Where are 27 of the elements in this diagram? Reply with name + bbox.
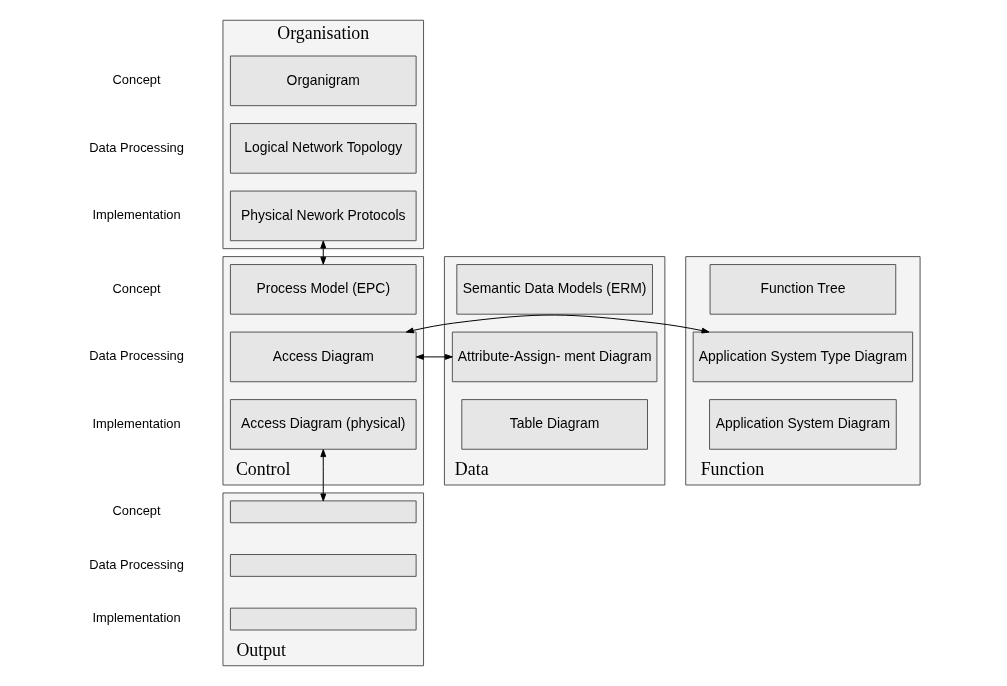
node-box [229, 500, 417, 524]
node-box: Process Model (EPC) [229, 264, 417, 315]
node-box: Logical Network Topology [229, 123, 417, 174]
node-box [229, 554, 417, 577]
label: Concept [112, 72, 161, 88]
label: Implementation [92, 610, 181, 626]
label: Implementation [92, 207, 181, 223]
node-box: Attribute-Assign- ment Diagram [451, 331, 658, 383]
arrow [320, 449, 327, 502]
label: Concept [112, 503, 161, 519]
node-box: Function Tree [709, 264, 897, 315]
label: Data Processing [89, 556, 184, 572]
node-box: Semantic Data Models (ERM) [456, 264, 653, 315]
node-box: Application System Diagram [709, 399, 897, 450]
label: Concept [112, 280, 161, 296]
node-box: Application System Type Diagram [692, 331, 914, 383]
arrow [415, 353, 453, 360]
node-box: Access Diagram [229, 331, 417, 383]
node-box: Organigram [229, 55, 417, 107]
label: Data Processing [89, 139, 184, 155]
arrow [405, 314, 710, 334]
label: Implementation [92, 415, 181, 431]
node-box: Access Diagram (physical) [229, 399, 417, 450]
node-box: Physical Nework Protocols [229, 190, 417, 242]
node-box: Table Diagram [461, 399, 648, 450]
label: Data Processing [89, 348, 184, 364]
node-box [229, 607, 417, 631]
